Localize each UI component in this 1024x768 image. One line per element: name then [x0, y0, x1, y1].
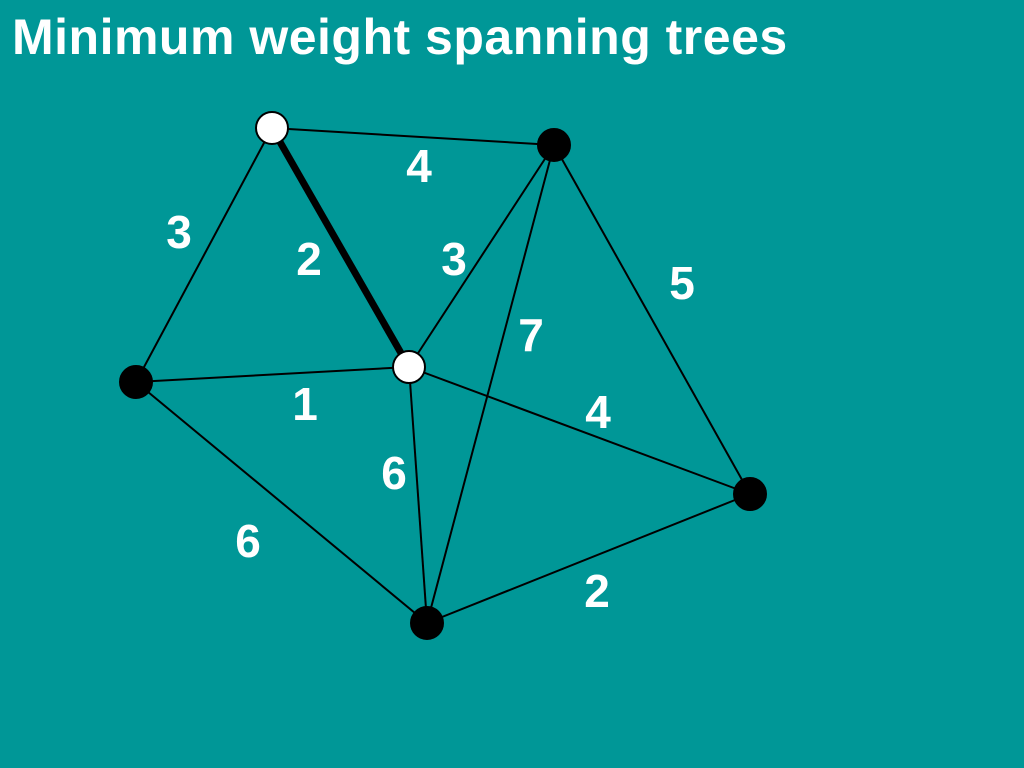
edge-weight-top-right-bottom: 7: [518, 309, 544, 361]
edge-left-center: [135, 366, 410, 383]
edge-weight-left-bottom: 6: [235, 515, 261, 567]
edge-top-right-center: [408, 144, 555, 368]
vertex-right: [733, 477, 767, 511]
edge-center-bottom: [408, 366, 428, 624]
edge-weight-center-bottom: 6: [381, 447, 407, 499]
tree-vertex-top-left: [255, 111, 289, 145]
nodes-layer: [119, 111, 767, 640]
edge-weight-top-right-right: 5: [669, 257, 695, 309]
edge-center-right: [408, 366, 751, 495]
slide-title: Minimum weight spanning trees: [12, 9, 788, 65]
edges-layer: [135, 126, 751, 624]
edge-weight-top-left-top-right: 4: [406, 140, 432, 192]
edge-top-left-top-right: [271, 127, 555, 146]
edge-top-right-right: [553, 144, 751, 495]
edge-left-bottom: [135, 381, 428, 624]
vertex-left: [119, 365, 153, 399]
edge-top-right-bottom: [426, 144, 555, 624]
edge-weight-bottom-right: 2: [584, 565, 610, 617]
tree-vertex-center: [392, 350, 426, 384]
edge-weight-left-center: 1: [292, 378, 318, 430]
vertex-top-right: [537, 128, 571, 162]
edge-weight-top-left-left: 3: [166, 206, 192, 258]
edge-weight-center-right: 4: [585, 386, 611, 438]
edge-bottom-right: [426, 493, 751, 624]
edge-weight-top-right-center: 3: [441, 233, 467, 285]
edge-top-left-left: [135, 127, 273, 383]
tree-edge-top-left-center: [268, 126, 413, 369]
vertex-bottom: [410, 606, 444, 640]
edge-weight-top-left-center: 2: [296, 233, 322, 285]
